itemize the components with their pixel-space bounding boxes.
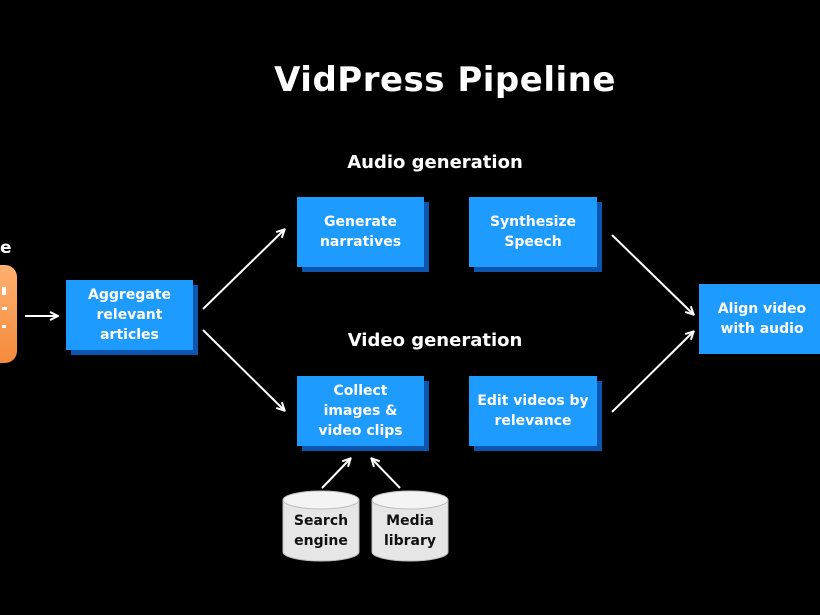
arrow-speech-to-align (611, 234, 693, 314)
arrow-media-to-collect (372, 459, 401, 489)
node-synthesize-speech: Synthesize Speech (469, 197, 597, 267)
input-glyph (2, 287, 6, 295)
input-glyph (2, 307, 7, 310)
arrow-edit-to-align (611, 332, 693, 413)
database-media-library: Media library (371, 490, 449, 562)
section-video-generation: Video generation (347, 330, 523, 351)
database-icon (282, 490, 360, 562)
database-label: Search engine (293, 513, 349, 549)
diagram-title: VidPress Pipeline (274, 60, 616, 100)
node-aggregate-articles: Aggregate relevant articles (66, 280, 193, 350)
node-collect-images: Collect images & video clips (297, 376, 424, 446)
node-align-video-audio: Align video with audio (699, 284, 820, 354)
database-icon (371, 490, 449, 562)
database-search-engine: Search engine (282, 490, 360, 562)
input-label-cut-off: e (0, 238, 12, 258)
arrow-aggregate-to-narratives (202, 230, 284, 310)
arrow-aggregate-to-collect (202, 329, 284, 410)
node-edit-videos: Edit videos by relevance (469, 376, 597, 446)
arrow-search-to-collect (321, 459, 350, 489)
input-source-block (0, 265, 17, 363)
section-audio-generation: Audio generation (347, 152, 523, 173)
node-generate-narratives: Generate narratives (297, 197, 424, 267)
database-label: Media library (383, 513, 436, 549)
input-glyph (2, 325, 6, 328)
